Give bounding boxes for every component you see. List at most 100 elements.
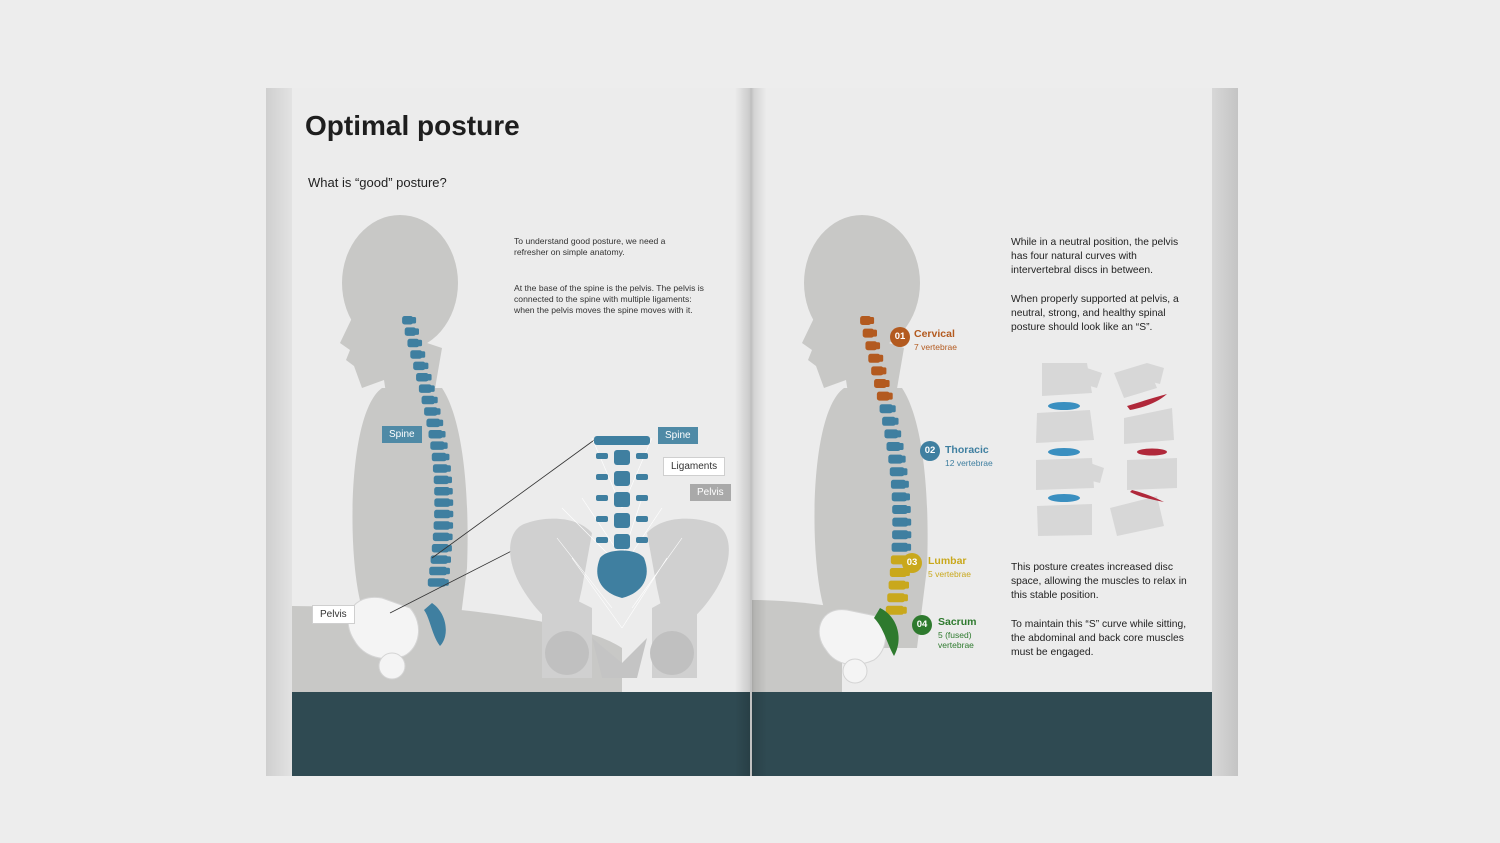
vertebra-thoracic-process xyxy=(893,417,899,425)
vertebra xyxy=(430,441,445,450)
vertebra xyxy=(402,316,414,325)
vertebra xyxy=(404,327,416,336)
vertebra-body xyxy=(614,471,630,486)
vertebra-thoracic-process xyxy=(896,430,902,438)
vertebra-process xyxy=(413,328,419,335)
paragraph-neutral-curves: While in a neutral position, the pelvis … xyxy=(1011,237,1179,276)
vertebra-process-left xyxy=(596,474,608,480)
vertebra-process xyxy=(446,545,452,552)
vertebra-thoracic xyxy=(891,492,907,502)
footer-band-left xyxy=(292,692,750,776)
page-stack-left xyxy=(266,88,294,776)
vertebra-thoracic xyxy=(886,442,901,451)
vertebra-process xyxy=(448,510,454,518)
segment-sub-lumbar: 5 vertebrae xyxy=(928,569,971,579)
vertebra xyxy=(416,373,429,382)
vertebra-thoracic-process xyxy=(906,518,912,526)
segment-name-thoracic: Thoracic xyxy=(945,444,989,456)
segment-badge-cervical: 01 xyxy=(890,327,910,347)
vertebra-process xyxy=(432,396,438,404)
vertebra-cervical-process xyxy=(881,367,887,375)
label-spine-figure: Spine xyxy=(382,426,422,443)
vertebra-thoracic xyxy=(888,454,903,464)
vertebra xyxy=(424,407,438,416)
vertebra-process xyxy=(435,408,441,415)
vertebra-lumbar xyxy=(888,580,907,590)
spine-illustration-right xyxy=(860,316,912,615)
vertebra-process xyxy=(442,442,448,449)
vertebra-thoracic xyxy=(892,517,909,527)
vertebra-process-right xyxy=(636,453,648,459)
vertebra-thoracic-process xyxy=(904,493,910,501)
vertebra xyxy=(432,464,448,473)
vertebra xyxy=(421,395,435,405)
vertebra-process-left xyxy=(596,495,608,501)
vertebra-cervical-process xyxy=(887,392,893,400)
vertebra xyxy=(434,509,451,519)
vertebra-thoracic-process xyxy=(903,480,909,488)
vertebra-process xyxy=(444,453,450,461)
segment-sub-thoracic: 12 vertebrae xyxy=(945,458,993,468)
paragraph-core-muscles: To maintain this “S” curve while sitting… xyxy=(1011,619,1187,658)
vertebra xyxy=(433,521,451,530)
vertebra xyxy=(428,430,443,439)
vertebra-process-left xyxy=(596,537,608,543)
vertebra-cervical xyxy=(868,353,881,363)
compressed-discs xyxy=(1127,394,1167,502)
vertebra-lumbar xyxy=(889,568,907,577)
pelvis-illustration-left xyxy=(347,596,419,680)
segment-name-sacrum: Sacrum xyxy=(938,616,977,628)
page-stack-right xyxy=(1210,88,1238,776)
vertebra-process xyxy=(429,385,435,392)
right-page: While in a neutral position, the pelvis … xyxy=(752,88,1212,776)
vertebra-process xyxy=(417,339,423,347)
intro-paragraph-2: At the base of the spine is the pelvis. … xyxy=(514,283,704,315)
vertebra-cervical xyxy=(862,328,874,338)
vertebra xyxy=(426,418,441,428)
segment-sub-sacrum: 5 (fused) vertebrae xyxy=(938,630,974,650)
vertebra-process-right xyxy=(636,474,648,480)
vertebra xyxy=(432,532,450,542)
vertebra-thoracic-process xyxy=(906,543,912,551)
vertebra-process xyxy=(446,556,452,563)
vertebra-process xyxy=(438,419,444,427)
compressed-vertebrae-column xyxy=(1110,363,1177,536)
vertebra xyxy=(431,452,447,462)
vertebra-thoracic-process xyxy=(902,468,908,476)
vertebra-body xyxy=(614,492,630,507)
vertebra-cervical-process xyxy=(884,380,890,387)
vertebra xyxy=(429,566,447,576)
vertebra-cervical-process xyxy=(869,317,875,324)
vertebra-process xyxy=(426,374,432,381)
segment-badge-sacrum: 04 xyxy=(912,615,932,635)
sacrum-detail xyxy=(597,550,647,598)
vertebra-cervical-process xyxy=(875,342,881,350)
vertebra-thoracic xyxy=(891,542,909,552)
footer-band-right xyxy=(752,692,1212,776)
vertebra-body xyxy=(614,513,630,528)
vertebra-thoracic xyxy=(889,467,905,477)
vertebra-thoracic-process xyxy=(898,443,904,450)
vertebra xyxy=(410,350,423,359)
disc-comparison-illustration xyxy=(1036,363,1177,536)
healthy-vertebrae-column xyxy=(1036,363,1104,536)
vertebra-thoracic xyxy=(890,479,906,489)
label-spine-detail: Spine xyxy=(658,427,698,444)
label-pelvis-detail: Pelvis xyxy=(690,484,731,501)
vertebra-lumbar-process xyxy=(904,581,910,589)
vertebra-top xyxy=(594,436,650,445)
vertebra-cervical-process xyxy=(878,354,884,362)
segment-badge-thoracic: 02 xyxy=(920,441,940,461)
vertebra-process xyxy=(420,351,426,358)
vertebra-process xyxy=(446,476,452,484)
vertebra-thoracic xyxy=(879,404,893,414)
vertebra xyxy=(431,544,449,553)
spine-illustration-left xyxy=(402,316,454,587)
vertebra-process xyxy=(448,522,454,529)
vertebra-lumbar xyxy=(887,593,905,603)
label-pelvis-figure: Pelvis xyxy=(312,605,355,624)
book-gutter xyxy=(735,88,767,776)
intro-paragraph-1: To understand good posture, we need a re… xyxy=(514,236,666,257)
left-illustration xyxy=(292,215,729,692)
vertebra xyxy=(418,384,432,393)
